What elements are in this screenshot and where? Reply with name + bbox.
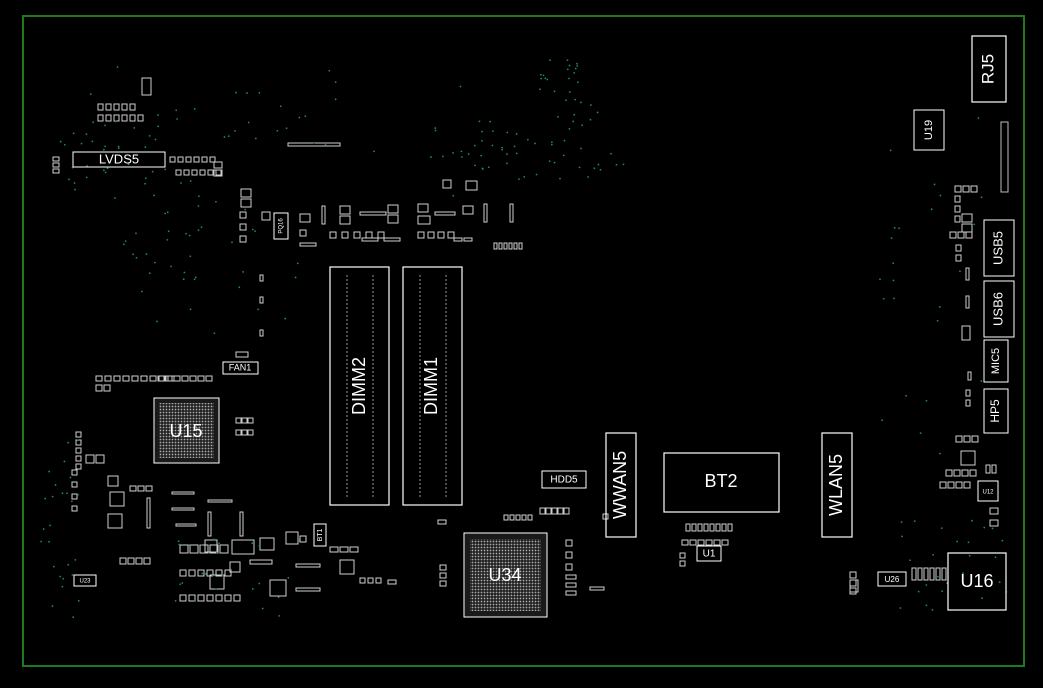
u15-label: U15 xyxy=(169,421,202,441)
u12-chip[interactable]: U12 xyxy=(977,480,999,502)
wlan5-label: WLAN5 xyxy=(826,454,846,516)
bt2-battery[interactable]: BT2 xyxy=(663,452,780,513)
lvds5-connector[interactable]: LVDS5 xyxy=(72,151,166,168)
u19-chip[interactable]: U19 xyxy=(913,109,945,151)
u16-chip[interactable]: U16 xyxy=(947,552,1007,611)
u23-chip[interactable]: U23 xyxy=(73,574,97,587)
vias xyxy=(40,59,1008,619)
u15-chip[interactable]: U15 xyxy=(153,397,220,464)
pq16-label: PQ16 xyxy=(279,218,285,234)
mic5-jack[interactable]: MIC5 xyxy=(983,339,1009,383)
u1-chip[interactable]: U1 xyxy=(696,545,722,562)
dimm2-label: DIMM2 xyxy=(349,357,369,415)
u34-label: U34 xyxy=(488,565,521,585)
u23-label: U23 xyxy=(79,579,91,585)
board-outline xyxy=(22,15,1025,667)
usb5-label: USB5 xyxy=(990,231,1005,265)
usb6-connector[interactable]: USB6 xyxy=(983,280,1015,338)
u1-label: U1 xyxy=(703,549,716,560)
rj5-connector[interactable]: RJ5 xyxy=(971,35,1007,103)
fan1-label: FAN1 xyxy=(229,362,252,372)
u16-label: U16 xyxy=(960,571,993,591)
wwan5-slot[interactable]: WWAN5 xyxy=(605,432,637,538)
dimm1-slot[interactable]: DIMM1 xyxy=(402,266,463,506)
bt1-label: BT1 xyxy=(317,528,324,541)
u34-bga-pads xyxy=(470,539,541,611)
hdd5-connector[interactable]: HDD5 xyxy=(541,470,587,489)
dimm2-slot[interactable]: DIMM2 xyxy=(329,266,390,506)
small-components xyxy=(52,77,999,602)
u15-bga-pads xyxy=(159,403,214,458)
hp5-jack[interactable]: HP5 xyxy=(983,388,1009,434)
u26-chip[interactable]: U26 xyxy=(877,571,907,587)
u12-label: U12 xyxy=(982,490,994,496)
mic5-label: MIC5 xyxy=(990,348,1002,374)
edge-connector xyxy=(1000,121,1009,193)
bt2-label: BT2 xyxy=(704,471,737,491)
hp5-label: HP5 xyxy=(988,399,1002,423)
u34-chip[interactable]: U34 xyxy=(463,532,548,618)
lvds5-label: LVDS5 xyxy=(99,151,139,166)
pq16-transistor[interactable]: PQ16 xyxy=(273,212,289,240)
usb6-label: USB6 xyxy=(990,292,1005,326)
rj5-label: RJ5 xyxy=(978,54,997,84)
fan1-connector[interactable]: FAN1 xyxy=(222,361,259,375)
u19-label: U19 xyxy=(923,120,935,140)
usb5-connector[interactable]: USB5 xyxy=(983,219,1015,277)
wwan5-label: WWAN5 xyxy=(610,451,630,519)
dimm1-label: DIMM1 xyxy=(421,357,441,415)
u26-label: U26 xyxy=(885,575,900,584)
wlan5-slot[interactable]: WLAN5 xyxy=(821,432,853,538)
hdd5-label: HDD5 xyxy=(550,475,578,486)
bt1-battery[interactable]: BT1 xyxy=(313,523,327,547)
